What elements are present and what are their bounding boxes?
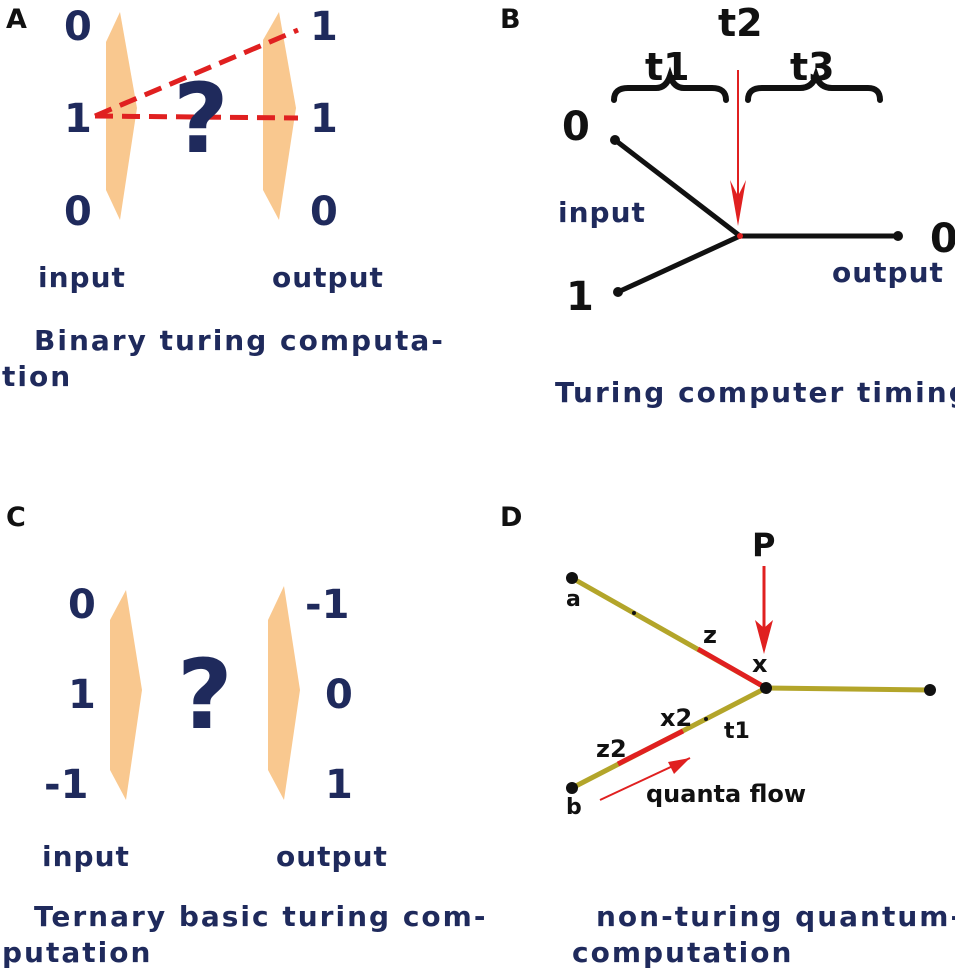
input-value-1: 1 bbox=[68, 672, 96, 718]
mapping-line-upper bbox=[94, 27, 299, 119]
input-value-1: 1 bbox=[64, 96, 92, 142]
output-value-0: -1 bbox=[305, 582, 349, 628]
node-junction bbox=[737, 233, 743, 239]
mapping-line-lower bbox=[94, 113, 299, 121]
segment-z bbox=[696, 646, 768, 691]
input-value-2: 0 bbox=[64, 189, 92, 235]
node-b bbox=[566, 782, 578, 794]
output-arrow-shape bbox=[263, 12, 296, 220]
t1-label: t1 bbox=[724, 719, 750, 744]
p-arrow-head bbox=[755, 620, 773, 654]
node-junction bbox=[760, 682, 772, 694]
x2-label: x2 bbox=[660, 704, 692, 732]
caption-line-1: Binary turing computa- bbox=[34, 324, 445, 357]
t2-label: t2 bbox=[718, 1, 763, 45]
output-label: output bbox=[276, 840, 388, 873]
caption-line-1: non-turing quantum- bbox=[596, 900, 955, 933]
input-arrow-shape bbox=[106, 12, 137, 220]
panel-d-letter: D bbox=[500, 502, 522, 533]
z-label: z bbox=[703, 621, 717, 649]
output-value-1: 0 bbox=[325, 672, 353, 718]
caption-line-2: putation bbox=[2, 936, 152, 969]
flow-label: quanta flow bbox=[646, 780, 806, 808]
panel-b-letter: B bbox=[500, 4, 521, 35]
input-value-0: 0 bbox=[68, 582, 96, 628]
output-value-0: 1 bbox=[310, 4, 338, 50]
t2-arrow-head bbox=[730, 180, 746, 226]
a-label: a bbox=[566, 587, 581, 612]
input-label: input bbox=[38, 261, 126, 294]
output-label: output bbox=[832, 256, 944, 289]
output-value-2: 0 bbox=[310, 189, 338, 235]
wire-input-bottom bbox=[616, 233, 742, 295]
node-input-top bbox=[610, 135, 620, 145]
wire-input-top bbox=[613, 138, 742, 238]
output-value-1: 1 bbox=[310, 96, 338, 142]
flow-arrow-head bbox=[668, 758, 690, 774]
segment-z2-x2 bbox=[616, 728, 685, 767]
z2-label: z2 bbox=[596, 735, 627, 763]
caption-line-1: Ternary basic turing com- bbox=[34, 900, 487, 933]
panel-d: D P a b z x x2 z2 t1 quanta flow non-tur… bbox=[500, 502, 955, 969]
panel-a: A ? 0 1 0 1 1 0 input output Binary turi… bbox=[2, 4, 445, 393]
output-value-2: 1 bbox=[325, 762, 353, 808]
input-top-value: 0 bbox=[562, 104, 590, 150]
caption-line-2: computation bbox=[572, 936, 793, 969]
input-bottom-value: 1 bbox=[566, 274, 594, 320]
panel-c-letter: C bbox=[6, 502, 26, 533]
input-label: input bbox=[42, 840, 130, 873]
panel-a-letter: A bbox=[6, 4, 27, 35]
node-a bbox=[566, 572, 578, 584]
p-label: P bbox=[752, 526, 775, 564]
input-value-0: 0 bbox=[64, 4, 92, 50]
wire-output bbox=[765, 685, 931, 693]
output-arrow-shape bbox=[268, 586, 300, 800]
input-value-2: -1 bbox=[44, 762, 88, 808]
output-label: output bbox=[272, 261, 384, 294]
panel-b: B t2 t1 t3 0 1 0 input output Turing com… bbox=[500, 1, 955, 409]
question-mark: ? bbox=[177, 639, 233, 751]
input-arrow-shape bbox=[110, 590, 142, 800]
panel-c: C ? 0 1 -1 -1 0 1 input output Ternary b… bbox=[2, 502, 487, 969]
caption: Turing computer timing bbox=[555, 376, 955, 409]
wire-a-mark bbox=[632, 611, 636, 615]
node-input-bottom bbox=[613, 287, 623, 297]
brace-t1 bbox=[611, 66, 729, 103]
node-output bbox=[924, 684, 936, 696]
question-mark: ? bbox=[173, 63, 229, 175]
x-label: x bbox=[752, 650, 768, 678]
caption-line-2: tion bbox=[2, 360, 72, 393]
input-label: input bbox=[558, 196, 646, 229]
brace-t3 bbox=[745, 66, 883, 103]
b-label: b bbox=[566, 795, 582, 820]
wire-b-mark bbox=[704, 717, 708, 721]
node-output bbox=[893, 231, 903, 241]
output-value: 0 bbox=[930, 216, 955, 262]
